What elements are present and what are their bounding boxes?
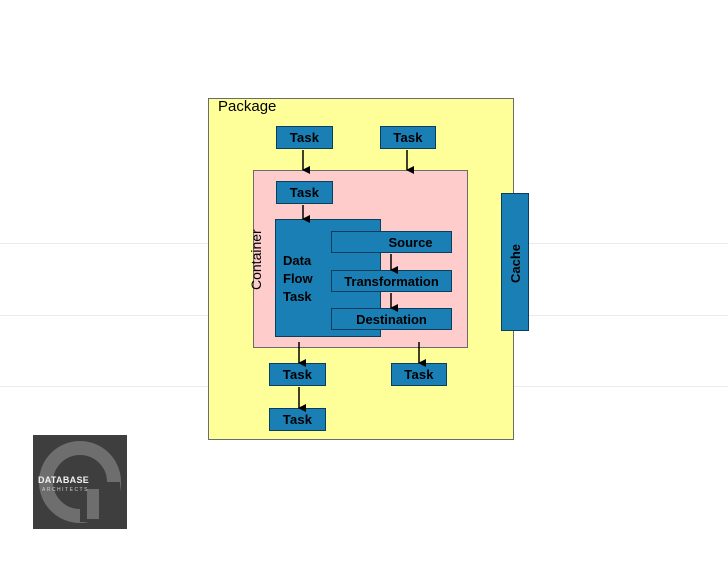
- logo-subtitle: ARCHITECTS: [42, 487, 89, 493]
- cache-box: [501, 193, 529, 331]
- data-flow-task-label: Data Flow Task: [283, 252, 313, 306]
- data-flow-line-3: Task: [283, 289, 312, 304]
- task-bottom-left: Task: [269, 363, 326, 386]
- package-label: Package: [218, 98, 277, 115]
- source-component: Source: [331, 231, 452, 253]
- task-bottom-last: Task: [269, 408, 326, 431]
- task-top-left: Task: [276, 126, 333, 149]
- logo-mark-icon: [39, 441, 121, 523]
- task-top-right: Task: [380, 126, 436, 149]
- task-container-top: Task: [276, 181, 333, 204]
- data-flow-line-2: Flow: [283, 271, 313, 286]
- database-architects-logo: [33, 435, 127, 529]
- data-flow-line-1: Data: [283, 253, 312, 268]
- logo-name: DATABASE: [38, 475, 90, 485]
